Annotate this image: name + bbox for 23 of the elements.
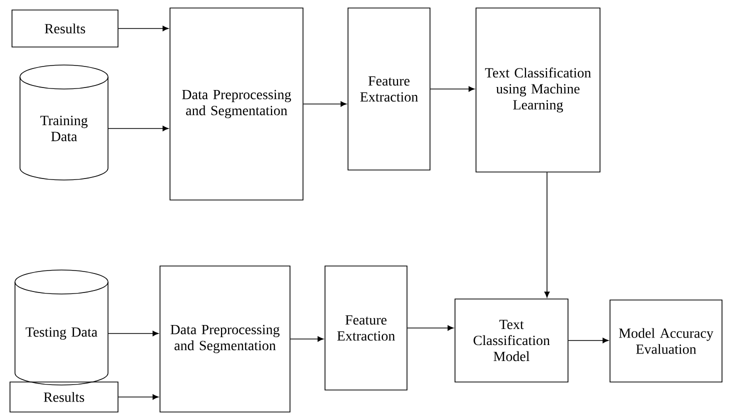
- process-box: Text Classification using Machine Learning: [476, 8, 600, 172]
- process-box: Data Preprocessing and Segmentation: [170, 8, 304, 200]
- process-box: Model Accuracy Evaluation: [610, 300, 722, 382]
- process-box: Results: [10, 382, 118, 412]
- arrow: [303, 101, 347, 107]
- process-box: Text Classification Model: [454, 298, 568, 382]
- arrow: [108, 330, 159, 336]
- process-box: Feature Extraction: [324, 266, 408, 390]
- node-label: Training Data: [40, 116, 88, 142]
- arrow: [544, 172, 550, 298]
- process-box: Results: [12, 10, 118, 48]
- arrow: [108, 126, 169, 132]
- process-box: Feature Extraction: [348, 8, 430, 170]
- node-label: Testing Data: [26, 327, 98, 340]
- arrow: [118, 394, 159, 400]
- arrow: [407, 325, 454, 331]
- arrow: [118, 26, 169, 32]
- arrow: [430, 86, 475, 92]
- process-box: Data Preprocessing and Segmentation: [160, 266, 290, 412]
- arrow: [568, 338, 609, 344]
- database-cylinder: Testing Data: [14, 270, 108, 386]
- arrow: [290, 336, 324, 342]
- database-cylinder: Training Data: [20, 64, 108, 180]
